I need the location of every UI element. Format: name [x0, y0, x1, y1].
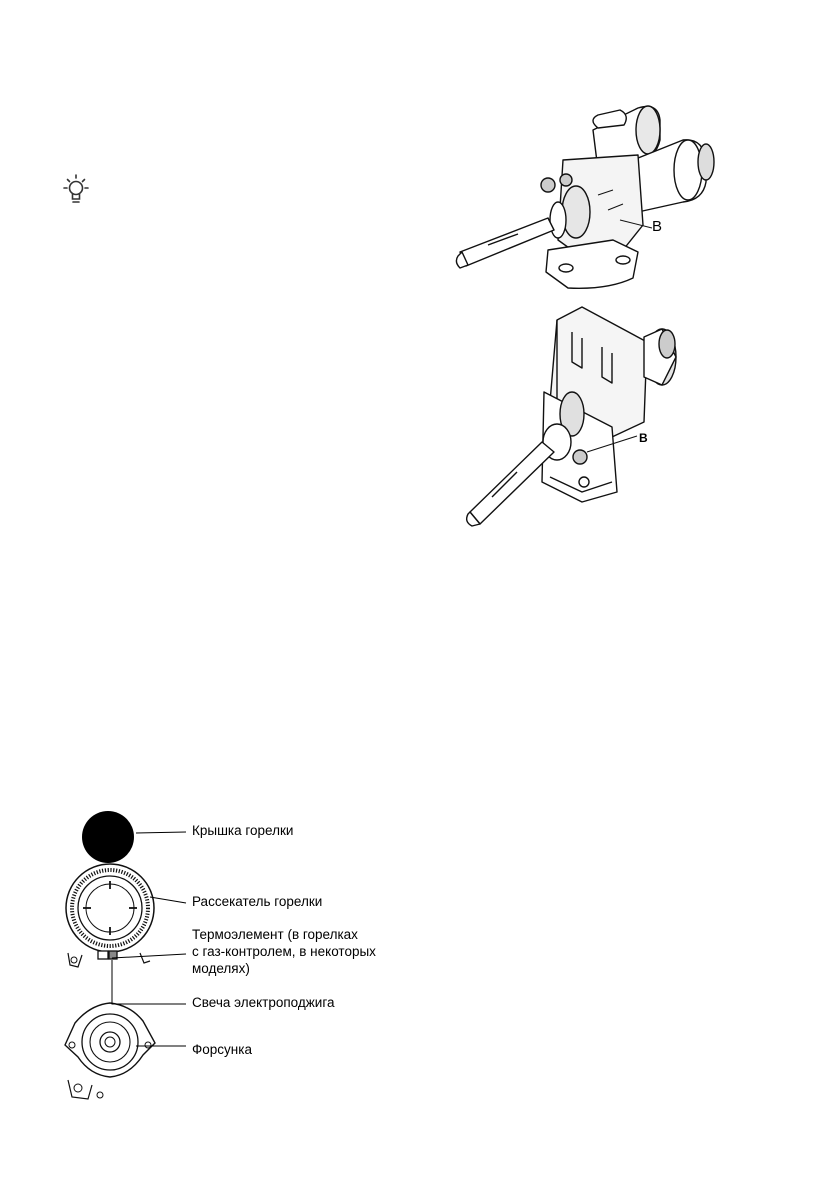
burner-base-nozzle [64, 1002, 156, 1100]
thermo-element-label-line2: с газ-контролем, в некоторых [192, 944, 376, 959]
valve-top-label-b: B [652, 218, 663, 235]
burner-cap-label: Крышка горелки [192, 823, 294, 838]
gas-valve-illustration-bottom [465, 306, 677, 527]
spark-plug-label: Свеча электроподжига [192, 995, 335, 1010]
spark-plug [108, 950, 118, 960]
nozzle-label: Форсунка [192, 1042, 252, 1057]
burner-cap [82, 811, 134, 863]
flame-divider-label: Рассекатель горелки [192, 894, 323, 909]
valve-bottom-label-b: B [639, 431, 648, 445]
thermo-element [97, 950, 109, 960]
thermo-element-label-line1: Термоэлемент (в горелках [192, 927, 358, 942]
thermo-element-label: Термоэлемент (в горелках с газ-контролем… [192, 926, 376, 977]
thermo-element-label-line3: моделях) [192, 961, 250, 976]
gas-valve-illustration-top [455, 105, 715, 289]
lightbulb-icon [63, 174, 89, 203]
flame-divider [65, 863, 155, 968]
burner-assembly-diagram [64, 811, 156, 1100]
